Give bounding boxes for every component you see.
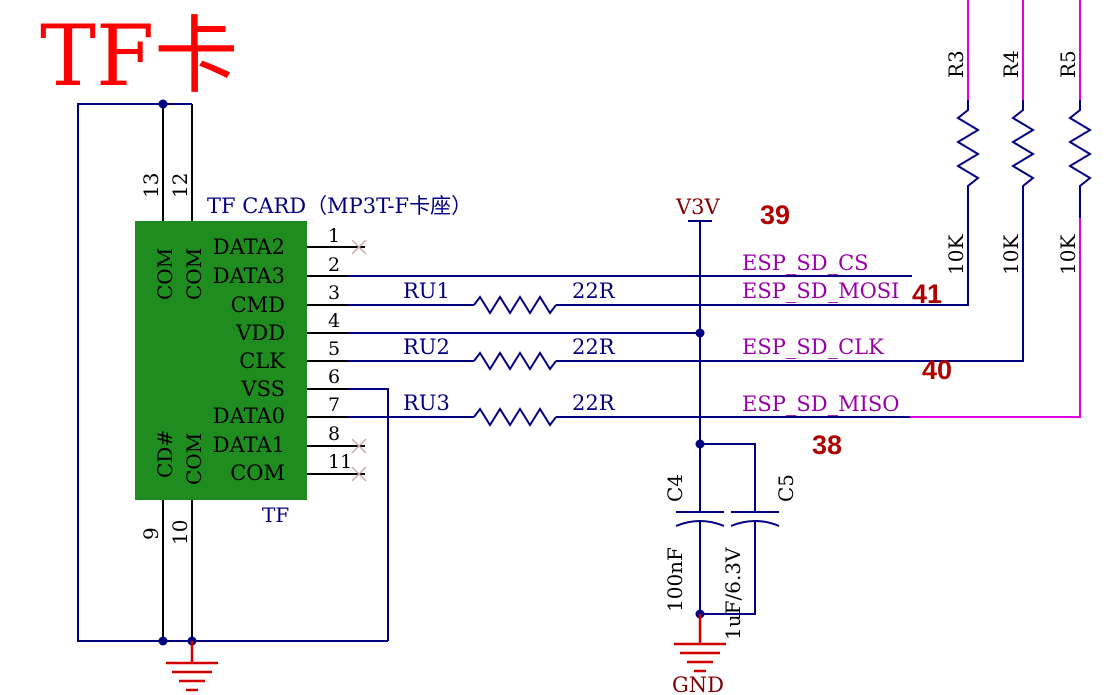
pin-number-2: 2 [328,254,340,276]
resistor-ru2-value: 22R [572,335,616,359]
pin-number-1: 1 [328,225,340,247]
pin-number-3: 3 [328,282,340,304]
pullup-r3-value: 10K [944,234,968,275]
connector-part-label: TF CARD（MP3T-F卡座） [207,194,472,218]
pullup-r3-name: R3 [944,50,968,78]
pin-number-8: 8 [328,423,340,445]
power-rail-label: V3V [675,195,721,219]
resistor-ru3-value: 22R [572,391,616,415]
body-label-com-2: COM [182,248,206,300]
pin-label-data0: DATA0 [213,404,285,428]
pin-label-vdd: VDD [235,321,285,345]
net-label-cs: ESP_SD_CS [742,251,869,275]
v3v-power-rail [675,220,780,619]
pin-number-9: 9 [139,527,163,540]
pullup-r5-value: 10K [1056,234,1080,275]
body-label-com-3: COM [182,433,206,485]
pin-number-12: 12 [168,173,192,198]
pin-label-cmd: CMD [231,293,285,317]
pullup-r4-value: 10K [999,234,1023,275]
pin-label-data3: DATA3 [213,264,285,288]
connector-pin-stubs [307,239,367,482]
cap-c5-value: 1uF/6.3V [721,547,745,640]
net-label-miso: ESP_SD_MISO [742,392,899,416]
connector-designator: TF [262,503,289,527]
connector-ground-symbol [166,641,218,692]
pullup-r4-name: R4 [999,50,1023,78]
pullup-resistors [956,0,1092,218]
pin-number-5: 5 [328,338,340,360]
ground-label: GND [672,673,724,695]
pin-label-data2: DATA2 [213,235,285,259]
gpio-number-cs: 39 [760,200,790,230]
pin-number-4: 4 [328,310,340,332]
pin-number-10: 10 [168,520,192,545]
pin-label-clk: CLK [239,349,285,373]
pin-label-vss: VSS [240,377,285,401]
net-label-clk: ESP_SD_CLK [742,335,884,359]
gpio-number-mosi: 41 [912,279,942,309]
cap-c5-name: C5 [774,474,798,502]
sheet-title: TF卡 [40,7,238,105]
resistor-ru1-value: 22R [572,279,616,303]
gpio-number-clk: 40 [922,355,952,385]
pin-number-7: 7 [328,394,340,416]
net-label-mosi: ESP_SD_MOSI [742,279,899,303]
pin-label-com: COM [230,461,285,485]
cap-c4-value: 100nF [663,547,687,612]
resistor-ru1-name: RU1 [403,279,450,303]
body-label-com-1: COM [153,248,177,300]
pin-number-11: 11 [328,451,352,473]
pin-number-13: 13 [139,173,163,198]
gpio-number-miso: 38 [812,430,842,460]
tf-card-connector-body [135,221,307,500]
pullup-r5-name: R5 [1056,50,1080,78]
resistor-ru3-name: RU3 [403,391,450,415]
pin-number-6: 6 [328,366,340,388]
pin-label-data1: DATA1 [213,433,285,457]
signal-wires [348,218,1081,427]
cap-c4-name: C4 [663,474,687,502]
resistor-ru2-name: RU2 [403,335,450,359]
body-label-cd: CD# [153,430,177,478]
connector-shield-rail [77,99,389,646]
gnd-symbol [674,614,726,673]
